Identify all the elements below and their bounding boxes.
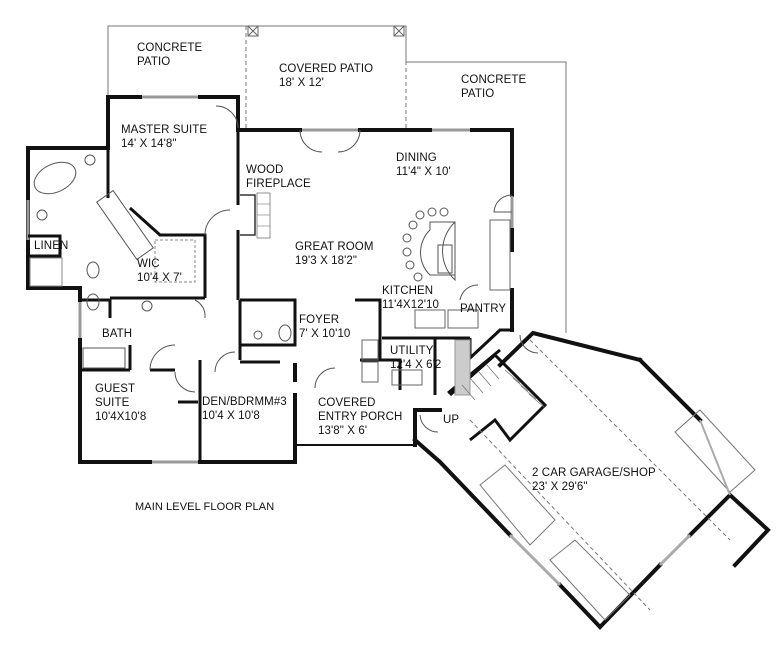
- kitchen-counters: [414, 219, 511, 329]
- linen-closet: [28, 234, 62, 258]
- room-dims: PATIO: [137, 56, 171, 68]
- utility-appliances: [361, 339, 471, 396]
- room-dining: DINING 11'4" X 10': [396, 151, 451, 179]
- room-name: DEN/BDRMM#3: [202, 396, 287, 408]
- room-dims: 10'4 X 7': [137, 272, 182, 284]
- plan-title: MAIN LEVEL FLOOR PLAN: [135, 501, 275, 513]
- room-dims: 7' X 10'10: [299, 328, 351, 340]
- room-utility: UTILITY 12'4 X 6'2: [390, 344, 441, 372]
- bath-fixtures: [29, 154, 292, 369]
- room-name: 2 CAR GARAGE/SHOP: [532, 467, 656, 479]
- room-name-line2: SUITE: [95, 397, 130, 409]
- room-name: FOYER: [299, 314, 340, 326]
- room-dims: 14' X 14'8": [121, 138, 177, 150]
- room-name: GUEST: [95, 383, 136, 395]
- room-name: KITCHEN: [382, 285, 434, 297]
- room-name: LINEN: [34, 240, 69, 252]
- room-dims: 10'4 X 10'8: [202, 410, 260, 422]
- stairs-up-label: UP: [443, 413, 459, 427]
- room-guest-suite: GUEST SUITE 10'4X10'8: [95, 382, 146, 424]
- room-name: PANTRY: [460, 303, 507, 315]
- room-concrete-patio-right: CONCRETE PATIO: [461, 73, 526, 101]
- room-garage: 2 CAR GARAGE/SHOP 23' X 29'6": [532, 466, 656, 494]
- room-covered-patio: COVERED PATIO 18' X 12': [279, 62, 373, 90]
- room-name: CONCRETE: [461, 74, 527, 86]
- room-dims: 23' X 29'6": [532, 481, 588, 493]
- room-dims: 10'4X10'8: [95, 411, 147, 423]
- room-dims: 11'4" X 10': [396, 166, 451, 178]
- room-name: WOOD: [246, 164, 284, 176]
- room-foyer: FOYER 7' X 10'10: [299, 313, 350, 341]
- windows: [26, 95, 514, 464]
- room-name: BATH: [102, 328, 133, 340]
- stairs-label: UP: [443, 414, 460, 426]
- kitchen-island-icon: [402, 207, 456, 282]
- garage-details: [469, 339, 756, 621]
- room-dims: PATIO: [461, 88, 495, 100]
- room-great-room: GREAT ROOM 19'3 X 18'2": [295, 240, 374, 268]
- stair-treads: [461, 363, 545, 408]
- room-dims: 12'4 X 6'2: [390, 359, 442, 371]
- room-name: WIC: [137, 258, 160, 270]
- room-name: MASTER SUITE: [121, 124, 208, 136]
- interior-walls: [80, 128, 548, 462]
- room-name: GREAT ROOM: [295, 241, 374, 253]
- room-dims: 18' X 12': [279, 77, 324, 89]
- room-name-line2: ENTRY PORCH: [318, 411, 403, 423]
- room-name: CONCRETE: [137, 42, 203, 54]
- room-name: COVERED: [318, 397, 376, 409]
- room-name: DINING: [396, 152, 437, 164]
- room-linen: LINEN: [34, 239, 68, 253]
- room-den: DEN/BDRMM#3 10'4 X 10'8: [202, 395, 287, 423]
- door-swings: [149, 105, 539, 433]
- fireplace-icon: [240, 192, 271, 239]
- room-bath: BATH: [102, 327, 132, 341]
- room-wic: WIC 10'4 X 7': [137, 257, 182, 285]
- room-name: COVERED PATIO: [279, 63, 374, 75]
- patio-post-icons: [247, 25, 405, 37]
- room-dims: 11'4X12'10: [382, 299, 439, 311]
- room-master-suite: MASTER SUITE 14' X 14'8": [121, 123, 207, 151]
- room-concrete-patio-left: CONCRETE PATIO: [137, 41, 202, 69]
- room-wood-fireplace: WOOD FIREPLACE: [246, 163, 311, 191]
- room-kitchen: KITCHEN 11'4X12'10: [382, 284, 439, 312]
- room-name: UTILITY: [390, 345, 434, 357]
- room-covered-entry-porch: COVERED ENTRY PORCH 13'8" X 6': [318, 396, 402, 438]
- room-dims: FIREPLACE: [246, 178, 311, 190]
- room-dims: 13'8" X 6': [318, 425, 368, 437]
- room-dims: 19'3 X 18'2": [295, 255, 358, 267]
- room-pantry: PANTRY: [460, 302, 506, 316]
